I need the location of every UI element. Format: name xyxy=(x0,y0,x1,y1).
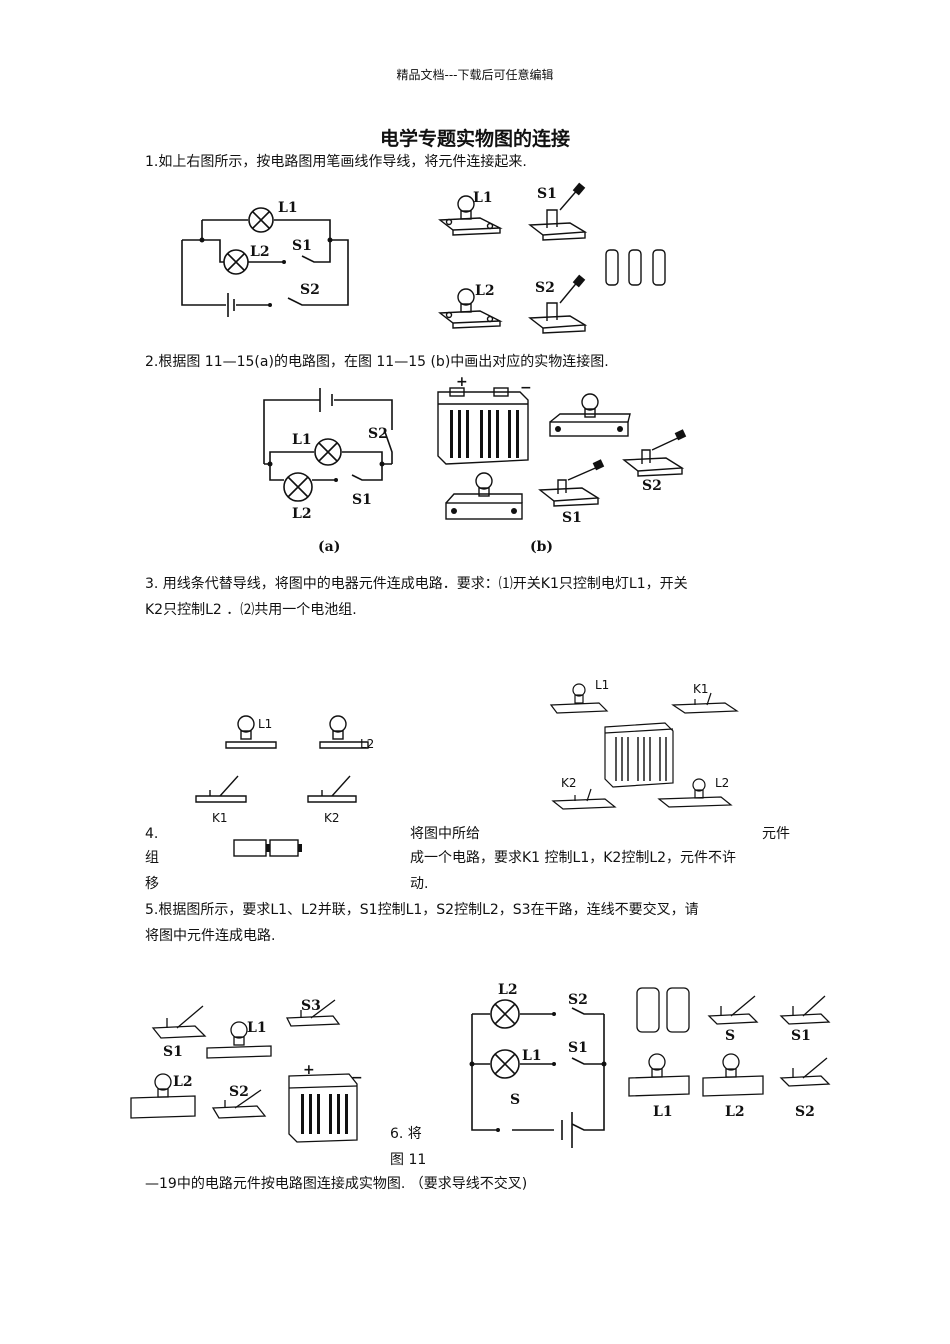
label-l2-a: L2 xyxy=(292,506,312,522)
label-l2-q4: L2 xyxy=(360,737,374,751)
battery-minus-sign: − xyxy=(520,380,532,396)
label-s-physical-q6: S xyxy=(725,1028,735,1044)
label-l1: L1 xyxy=(278,200,298,216)
label-s1: S1 xyxy=(292,238,312,254)
question-4-text-d: 成一个电路，要求K1 控制L1，K2控制L2，元件不许 xyxy=(410,850,737,866)
label-l1-a: L1 xyxy=(292,432,312,448)
label-s1-q6: S1 xyxy=(568,1040,588,1056)
question-3-line2: K2只控制L2 ．⑵共用一个电池组. xyxy=(145,602,357,618)
label-figure-b: (b) xyxy=(530,539,553,555)
label-l1-physical-q6: L1 xyxy=(653,1104,673,1120)
label-s-q6: S xyxy=(510,1092,520,1108)
label-s3-q5: S3 xyxy=(301,998,321,1014)
label-s2-physical: S2 xyxy=(535,280,555,296)
label-l2-physical-q6: L2 xyxy=(725,1104,745,1120)
label-figure-a: (a) xyxy=(318,539,340,555)
q5-battery-minus: − xyxy=(351,1070,363,1086)
label-s2-b: S2 xyxy=(642,478,662,494)
question-4-text-e: 移 xyxy=(145,876,159,892)
label-s1-b: S1 xyxy=(562,510,582,526)
label-s1-q5: S1 xyxy=(163,1044,183,1060)
question-5-line1: 5.根据图所示，要求L1、L2并联，S1控制L1，S2控制L2，S3在干路，连线… xyxy=(145,902,699,918)
question-6-text-c: —19中的电路元件按电路图连接成实物图. （要求导线不交叉) xyxy=(145,1176,528,1192)
q1-circuit-diagram: L1 L2 S1 S2 xyxy=(181,200,349,317)
label-s2-a: S2 xyxy=(368,426,388,442)
label-l1-q4: L1 xyxy=(258,717,272,731)
question-4-text-f: 动. xyxy=(410,876,429,892)
q3-physical-components: L1 K1 K2 L2 xyxy=(549,678,739,810)
label-l1-q6: L1 xyxy=(522,1048,542,1064)
q2-circuit-diagram-a: L1 S2 L2 S1 (a) xyxy=(263,388,393,555)
label-l2-q3: L2 xyxy=(715,776,729,790)
label-k1-q3: K1 xyxy=(693,682,709,696)
q6-physical-components: S S1 L1 L2 S2 xyxy=(628,987,831,1120)
label-l2: L2 xyxy=(250,244,270,260)
page-title: 电学专题实物图的连接 xyxy=(379,128,570,150)
label-l1-q5: L1 xyxy=(247,1020,267,1036)
label-l2-physical: L2 xyxy=(475,283,495,299)
label-l1-q3: L1 xyxy=(595,678,609,692)
q5-physical-components: S1 L1 S3 L2 S2 + − xyxy=(130,998,363,1143)
question-3-line1: 3. 用线条代替导线，将图中的电器元件连成电路．要求：⑴开关K1只控制电灯L1，… xyxy=(145,576,688,592)
label-s2-q6: S2 xyxy=(568,992,588,1008)
q5-battery-plus: + xyxy=(303,1062,315,1078)
label-s2: S2 xyxy=(300,282,320,298)
question-4-text-b: 元件 xyxy=(762,826,790,842)
label-k1-q4: K1 xyxy=(212,811,228,825)
question-5-line2: 将图中元件连成电路. xyxy=(145,928,276,944)
label-l2-q5: L2 xyxy=(173,1074,193,1090)
question-4-text-c: 组 xyxy=(145,850,159,866)
label-s1-physical-q6: S1 xyxy=(791,1028,811,1044)
question-6-text-a: 6. 将 xyxy=(390,1126,422,1142)
label-k2-q4: K2 xyxy=(324,811,340,825)
label-k2-q3: K2 xyxy=(561,776,577,790)
label-s2-q5: S2 xyxy=(229,1084,249,1100)
label-s1-physical: S1 xyxy=(537,186,557,202)
label-s1-a: S1 xyxy=(352,492,372,508)
label-l2-q6: L2 xyxy=(498,982,518,998)
question-4-num: 4. xyxy=(145,826,159,842)
question-6-text-b: 图 11 xyxy=(390,1152,427,1168)
question-2: 2.根据图 11—15(a)的电路图，在图 11—15 (b)中画出对应的实物连… xyxy=(145,354,609,370)
q1-physical-components: L1 S1 L2 S2 xyxy=(438,182,666,334)
question-4-text-a: 将图中所给 xyxy=(410,826,480,842)
battery-plus-sign: + xyxy=(456,374,468,390)
page-header: 精品文档---下载后可任意编辑 xyxy=(396,68,554,82)
q6-circuit-diagram: L2 S2 L1 S1 S xyxy=(469,982,607,1148)
label-l1-physical: L1 xyxy=(473,190,493,206)
label-s2-physical-q6: S2 xyxy=(795,1104,815,1120)
question-1: 1.如上右图所示，按电路图用笔画线作导线，将元件连接起来. xyxy=(145,154,527,170)
q2-physical-components-b: + − S2 S1 (b) xyxy=(437,374,687,555)
q4-physical-components: L1 L2 K1 K2 xyxy=(195,715,374,857)
